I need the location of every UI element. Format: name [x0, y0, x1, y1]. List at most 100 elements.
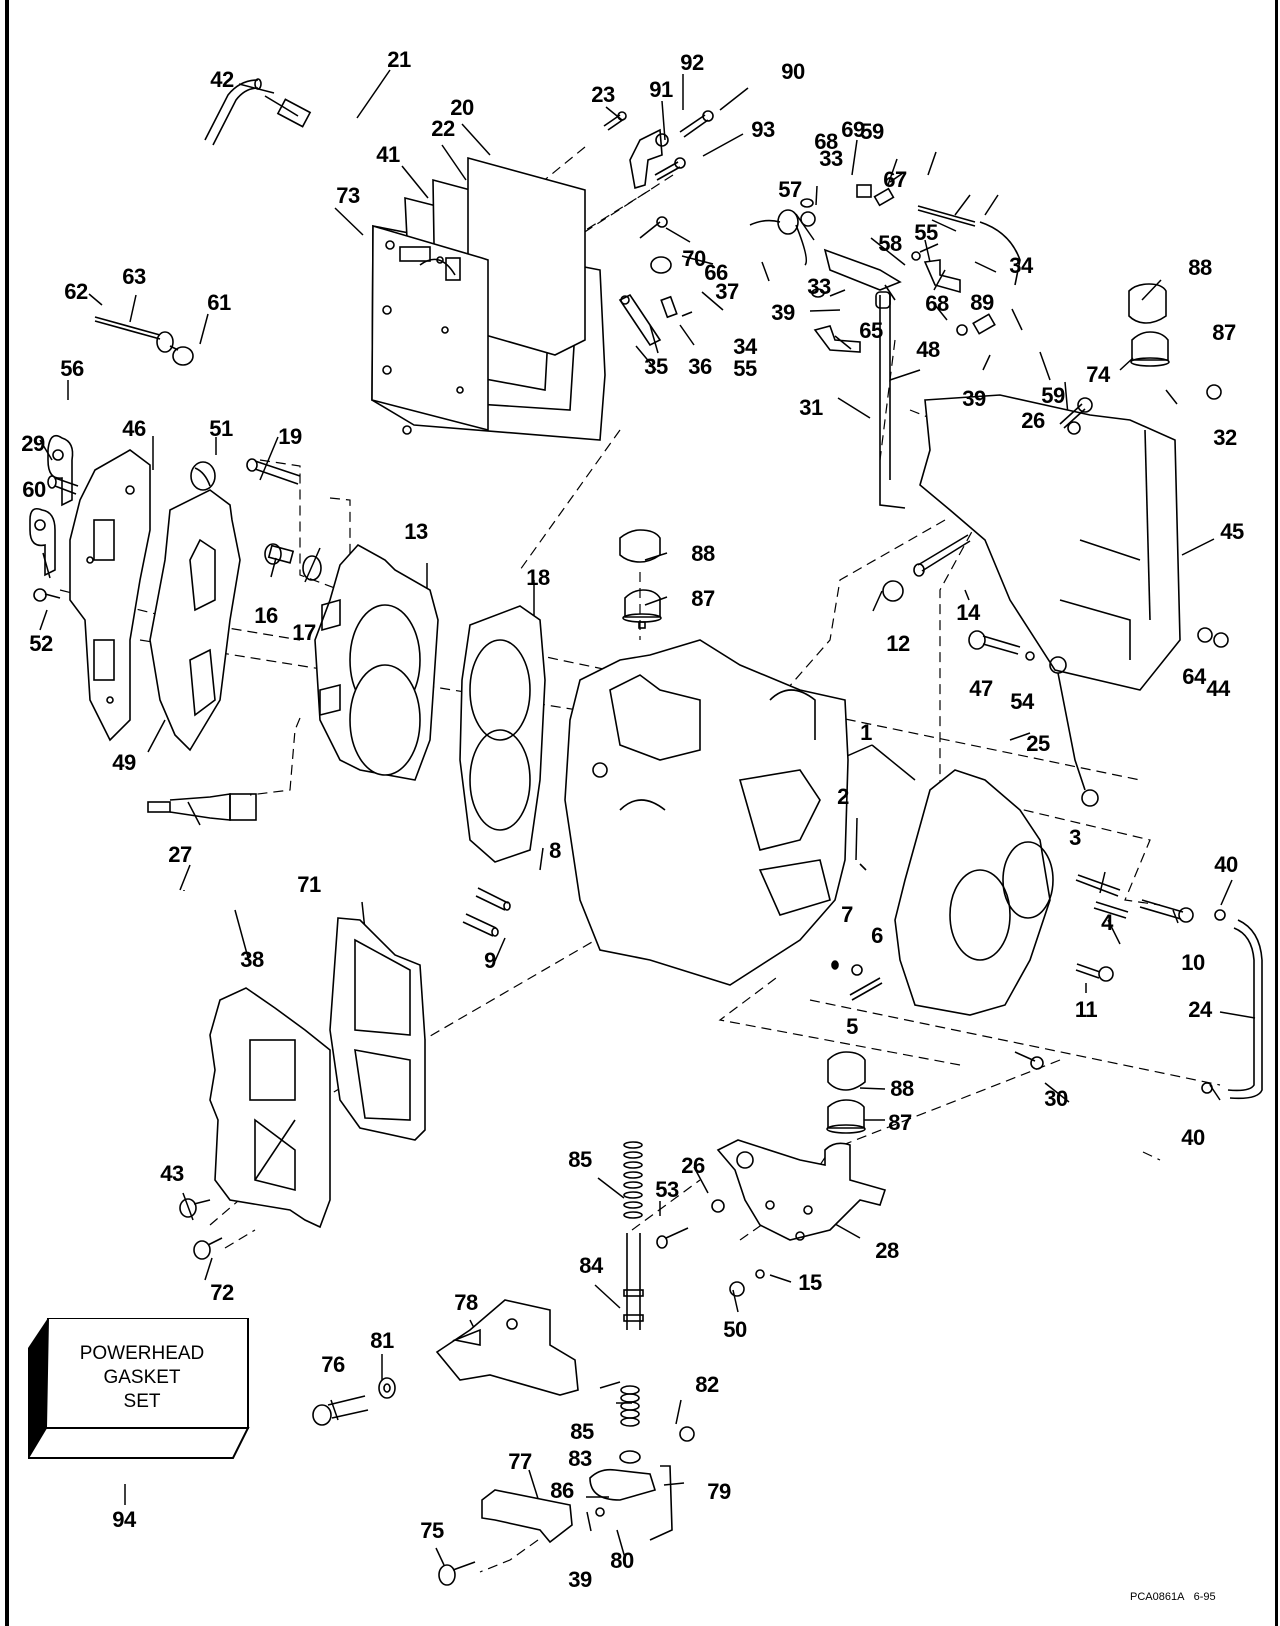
callout-86[interactable]: 86 [550, 1478, 574, 1503]
callout-58[interactable]: 58 [878, 231, 902, 256]
callout-82[interactable]: 82 [695, 1372, 719, 1397]
callout-91[interactable]: 91 [649, 77, 673, 102]
callout-40-bottom[interactable]: 40 [1181, 1125, 1205, 1150]
callout-85-upper[interactable]: 85 [568, 1147, 592, 1172]
callout-8[interactable]: 8 [549, 838, 561, 863]
callout-16[interactable]: 16 [254, 603, 278, 628]
callout-52[interactable]: 52 [29, 631, 53, 656]
callout-39-upper[interactable]: 39 [771, 300, 795, 325]
callout-28[interactable]: 28 [875, 1238, 899, 1263]
callout-87-mid[interactable]: 87 [691, 586, 715, 611]
callout-43[interactable]: 43 [160, 1161, 184, 1186]
callout-85-lower[interactable]: 85 [570, 1419, 594, 1444]
callout-30[interactable]: 30 [1044, 1086, 1068, 1111]
callout-83[interactable]: 83 [568, 1446, 592, 1471]
callout-61[interactable]: 61 [207, 290, 231, 315]
callout-66[interactable]: 66 [704, 260, 728, 285]
callout-5[interactable]: 5 [846, 1014, 858, 1039]
callout-2[interactable]: 2 [837, 784, 849, 809]
callout-50[interactable]: 50 [723, 1317, 747, 1342]
callout-22[interactable]: 22 [431, 116, 455, 141]
callout-68-right[interactable]: 68 [925, 291, 949, 316]
callout-76[interactable]: 76 [321, 1352, 345, 1377]
callout-37[interactable]: 37 [715, 279, 739, 304]
callout-65[interactable]: 65 [859, 318, 883, 343]
callout-7[interactable]: 7 [841, 902, 853, 927]
callout-93[interactable]: 93 [751, 117, 775, 142]
callout-36[interactable]: 36 [688, 354, 712, 379]
callout-54[interactable]: 54 [1010, 689, 1034, 714]
callout-6[interactable]: 6 [871, 923, 883, 948]
callout-42[interactable]: 42 [210, 67, 234, 92]
callout-88-mid[interactable]: 88 [691, 541, 715, 566]
callout-72[interactable]: 72 [210, 1280, 234, 1305]
callout-70[interactable]: 70 [682, 246, 706, 271]
callout-17[interactable]: 17 [292, 620, 316, 645]
callout-55-lower[interactable]: 55 [733, 356, 757, 381]
callout-81[interactable]: 81 [370, 1328, 394, 1353]
callout-90[interactable]: 90 [781, 59, 805, 84]
callout-87-top[interactable]: 87 [1212, 320, 1236, 345]
callout-44[interactable]: 44 [1206, 676, 1230, 701]
callout-10[interactable]: 10 [1181, 950, 1205, 975]
callout-31[interactable]: 31 [799, 395, 823, 420]
callout-59-right[interactable]: 59 [1041, 383, 1065, 408]
callout-27[interactable]: 27 [168, 842, 192, 867]
callout-41[interactable]: 41 [376, 142, 400, 167]
callout-15[interactable]: 15 [798, 1270, 822, 1295]
callout-34-left[interactable]: 34 [733, 334, 757, 359]
callout-20[interactable]: 20 [450, 95, 474, 120]
callout-3[interactable]: 3 [1069, 825, 1081, 850]
callout-40-top[interactable]: 40 [1214, 852, 1238, 877]
callout-14[interactable]: 14 [956, 600, 980, 625]
callout-48[interactable]: 48 [916, 337, 940, 362]
callout-13[interactable]: 13 [404, 519, 428, 544]
callout-57[interactable]: 57 [778, 177, 802, 202]
callout-63[interactable]: 63 [122, 264, 146, 289]
callout-47[interactable]: 47 [969, 676, 993, 701]
callout-64[interactable]: 64 [1182, 664, 1206, 689]
callout-74[interactable]: 74 [1086, 362, 1110, 387]
callout-32[interactable]: 32 [1213, 425, 1237, 450]
callout-49[interactable]: 49 [112, 750, 136, 775]
callout-38[interactable]: 38 [240, 947, 264, 972]
callout-11[interactable]: 11 [1074, 997, 1098, 1022]
callout-92[interactable]: 92 [680, 50, 704, 75]
callout-26-top[interactable]: 26 [1021, 408, 1045, 433]
callout-68-top[interactable]: 68 [814, 129, 838, 154]
callout-88-top[interactable]: 88 [1188, 255, 1212, 280]
callout-55-upper[interactable]: 55 [914, 220, 938, 245]
callout-1[interactable]: 1 [860, 720, 872, 745]
callout-53[interactable]: 53 [655, 1177, 679, 1202]
callout-56[interactable]: 56 [60, 356, 84, 381]
callout-25[interactable]: 25 [1026, 731, 1050, 756]
callout-45[interactable]: 45 [1220, 519, 1244, 544]
callout-4[interactable]: 4 [1101, 910, 1113, 935]
callout-60[interactable]: 60 [22, 477, 46, 502]
callout-87-low[interactable]: 87 [888, 1110, 912, 1135]
callout-88-low[interactable]: 88 [890, 1076, 914, 1101]
callout-71[interactable]: 71 [297, 872, 321, 897]
callout-12[interactable]: 12 [886, 631, 910, 656]
callout-19[interactable]: 19 [278, 424, 302, 449]
callout-33-top[interactable]: 33 [819, 146, 843, 171]
callout-73[interactable]: 73 [336, 183, 360, 208]
callout-84[interactable]: 84 [579, 1253, 603, 1278]
callout-69[interactable]: 69 [841, 117, 865, 142]
callout-39-right[interactable]: 39 [962, 386, 986, 411]
callout-67[interactable]: 67 [883, 167, 907, 192]
callout-59-top[interactable]: 59 [860, 119, 884, 144]
callout-62[interactable]: 62 [64, 279, 88, 304]
callout-23[interactable]: 23 [591, 82, 615, 107]
callout-39-bottom[interactable]: 39 [568, 1567, 592, 1592]
callout-80[interactable]: 80 [610, 1548, 634, 1573]
callout-75[interactable]: 75 [420, 1518, 444, 1543]
callout-21[interactable]: 21 [387, 47, 411, 72]
callout-24[interactable]: 24 [1188, 997, 1212, 1022]
callout-33-low[interactable]: 33 [807, 274, 831, 299]
callout-78[interactable]: 78 [454, 1290, 478, 1315]
callout-77[interactable]: 77 [508, 1449, 532, 1474]
callout-34-upper[interactable]: 34 [1009, 253, 1033, 278]
callout-26-low[interactable]: 26 [681, 1153, 705, 1178]
callout-46[interactable]: 46 [122, 416, 146, 441]
